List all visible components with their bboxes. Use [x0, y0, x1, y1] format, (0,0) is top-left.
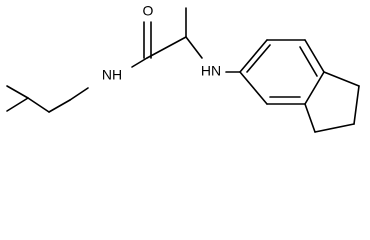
- bond-amide-n-to-carbonyl: [131, 57, 148, 68]
- bond-carbonyl-to-alpha-carbon: [146, 36, 187, 59]
- benzene-bond-c: [304, 39, 325, 73]
- benzene-inner-double-a: [246, 44, 271, 73]
- bond-ch2-to-amide-n: [69, 87, 89, 101]
- molecule-svg: O NH HN: [6, 3, 360, 133]
- benzene-bond-a: [239, 39, 268, 73]
- cyclopentane-bond-left: [304, 103, 316, 133]
- bond-terminal-methyl-lower: [6, 97, 29, 112]
- bond-alpha-carbon-to-amine-n: [185, 36, 203, 59]
- chemical-structure-diagram: O NH HN: [6, 2, 360, 133]
- benzene-bond-f: [239, 71, 268, 105]
- bond-terminal-methyl-upper: [6, 85, 29, 99]
- carbonyl-oxygen-label: O: [143, 3, 154, 19]
- cyclopentane-bond-right: [353, 85, 360, 125]
- amine-nitrogen-label: HN: [201, 63, 221, 79]
- bond-branch-to-ch2: [27, 97, 50, 113]
- benzene-bond-d: [304, 71, 325, 105]
- cyclopentane-bond-bottom: [314, 123, 355, 133]
- amide-nitrogen-label: NH: [102, 67, 122, 83]
- bond-ch2-to-ch2: [48, 99, 71, 113]
- cyclopentane-bond-top: [323, 71, 360, 87]
- benzene-inner-double-c: [299, 46, 318, 77]
